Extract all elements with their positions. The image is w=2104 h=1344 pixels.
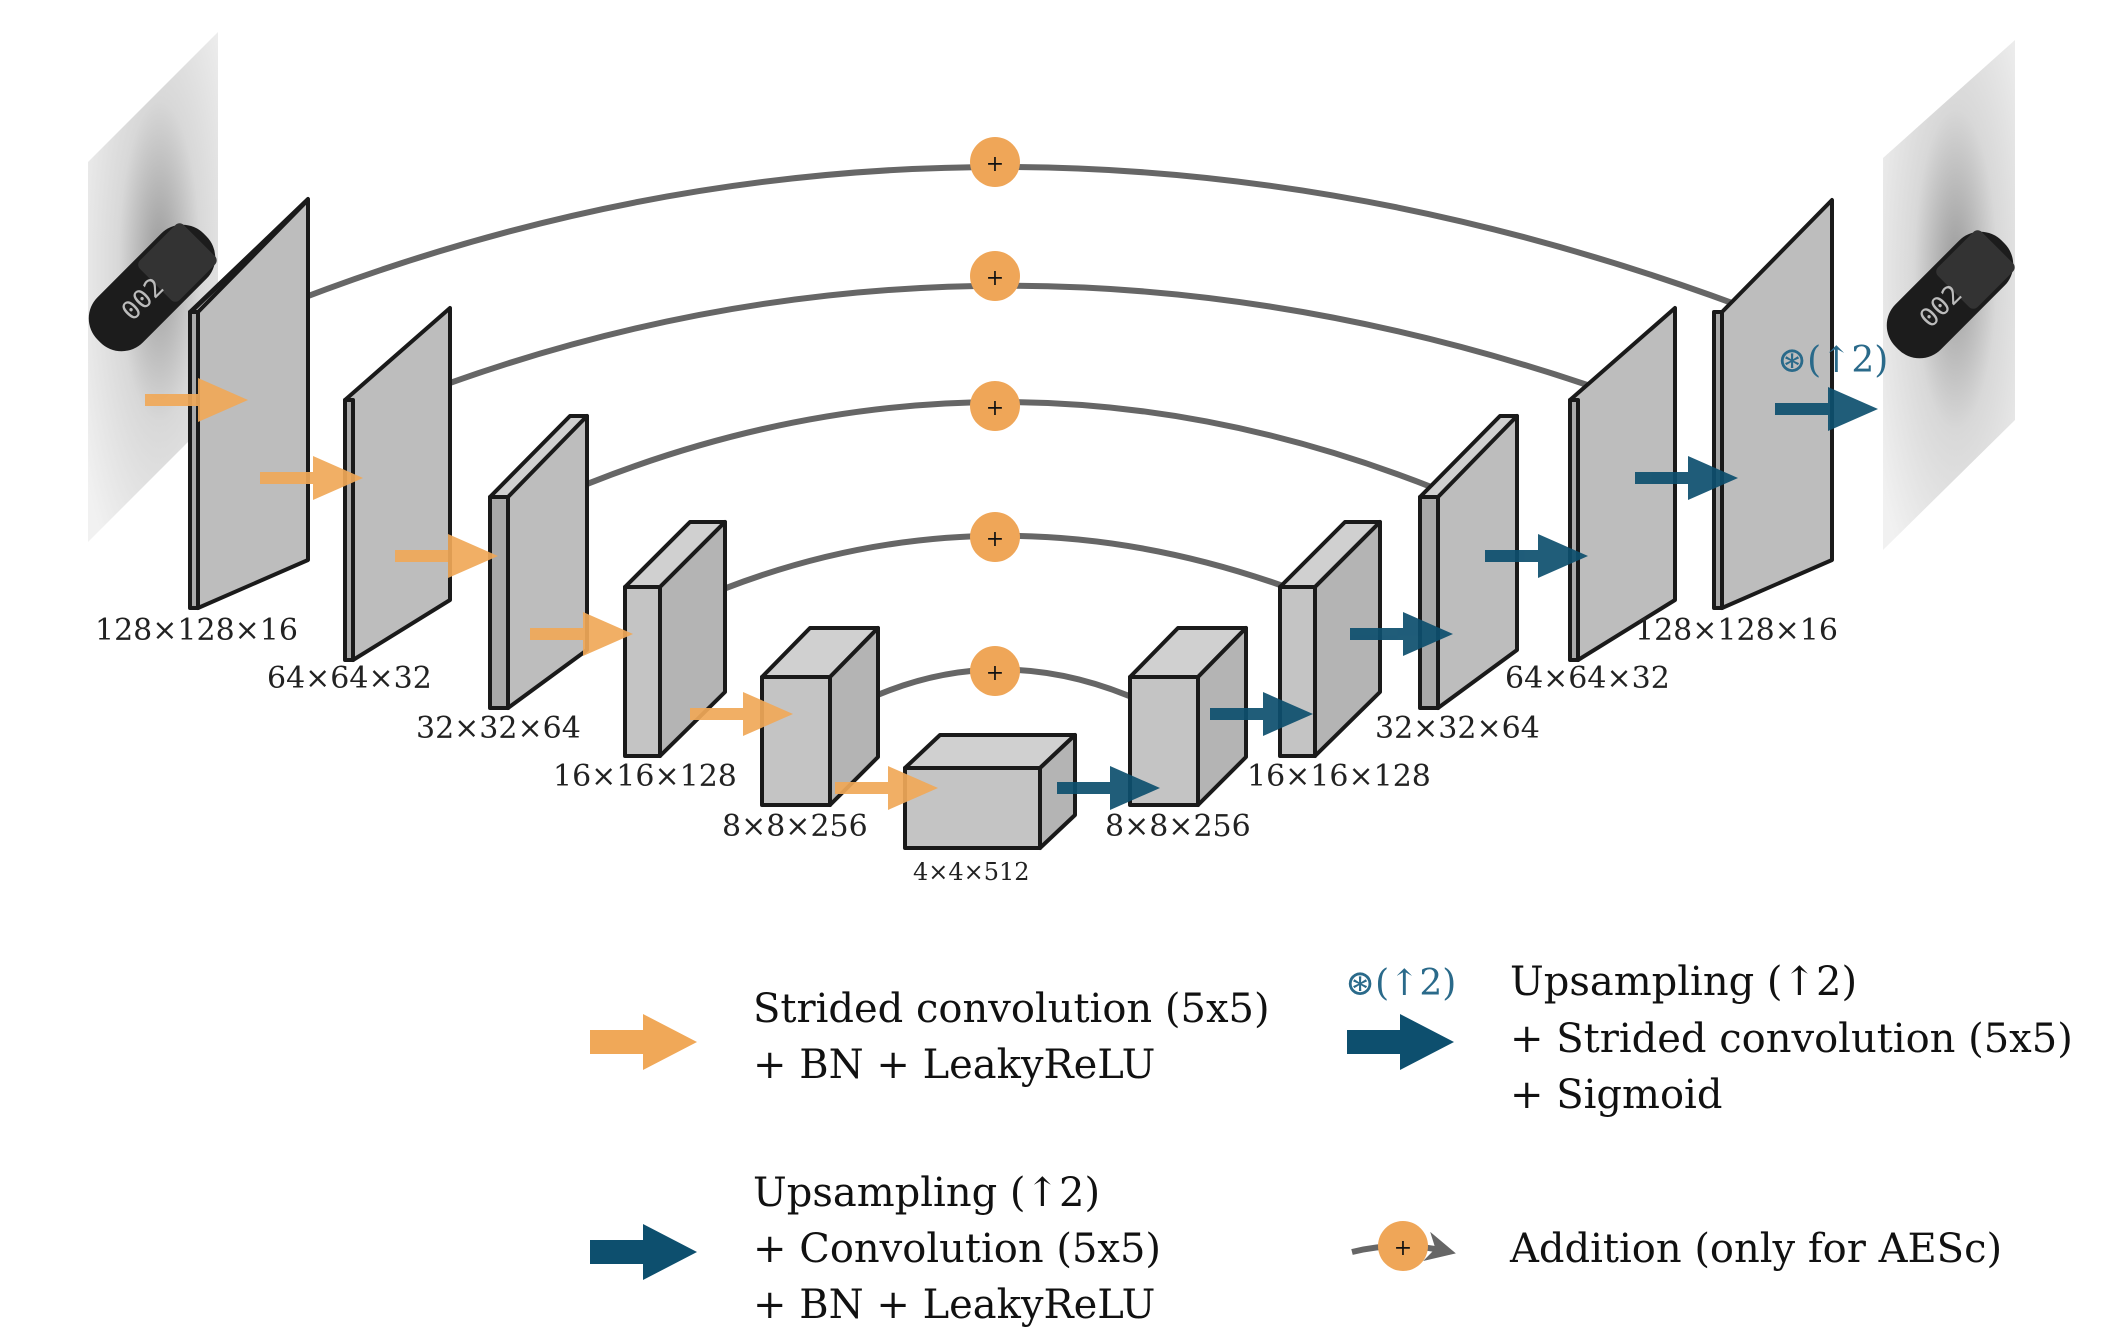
input-image: 002 <box>88 32 218 542</box>
decoder-block-4 <box>1568 306 1677 662</box>
legend-orange-arrow <box>590 1014 697 1070</box>
svg-text:+: + <box>986 661 1004 686</box>
decoder-label-4: 64×64×32 <box>1505 661 1670 696</box>
decoder-arrow-final <box>1775 387 1878 431</box>
svg-text:+: + <box>986 527 1004 552</box>
decoder-arrow-3 <box>1350 612 1453 656</box>
final-upsampling-label: ⊛(↑2) <box>1777 340 1888 381</box>
decoder-label-5: 128×128×16 <box>1635 613 1838 648</box>
encoder-block-4 <box>623 520 727 758</box>
encoder-arrow-6 <box>835 766 938 810</box>
legend-addition-node <box>1378 1221 1428 1271</box>
legend-final-line2: + Strided convolution (5x5) <box>1510 1016 2073 1062</box>
encoder-label-4: 16×16×128 <box>553 759 737 794</box>
svg-text:+: + <box>1394 1236 1412 1261</box>
addition-node-3: + <box>970 381 1020 431</box>
legend: Strided convolution (5x5) + BN + LeakyRe… <box>590 959 2073 1328</box>
decoder-block-3 <box>1418 414 1519 710</box>
legend-upsampling-line2: + Convolution (5x5) <box>753 1226 1161 1272</box>
encoder-arrows <box>145 378 938 810</box>
encoder-arrow-3 <box>395 534 498 578</box>
decoder-label-2: 16×16×128 <box>1247 759 1431 794</box>
encoder-label-5: 8×8×256 <box>722 809 868 844</box>
encoder-blocks <box>188 197 1077 850</box>
legend-blue-arrow <box>590 1224 697 1280</box>
addition-node-2: + <box>970 251 1020 301</box>
output-image: 002 <box>1883 40 2015 550</box>
legend-addition-line1: Addition (only for AESc) <box>1509 1226 2002 1272</box>
svg-text:+: + <box>986 396 1004 421</box>
addition-node-1: + <box>970 137 1020 187</box>
encoder-label-2: 64×64×32 <box>267 661 432 696</box>
encoder-label-3: 32×32×64 <box>416 711 581 746</box>
skip-line-1 <box>269 164 1778 324</box>
encoder-block-5 <box>760 626 880 807</box>
addition-nodes: + + + + + <box>970 137 1020 696</box>
legend-final-layer: ⊛(↑2) Upsampling (↑2) + Strided convolut… <box>1345 959 2073 1118</box>
svg-text:+: + <box>986 152 1004 177</box>
encoder-block-3 <box>488 414 589 710</box>
decoder-block-2 <box>1278 520 1382 758</box>
encoder-label-1: 128×128×16 <box>95 613 298 648</box>
encoder-arrow-4 <box>530 612 633 656</box>
encoder-block-1 <box>188 197 310 610</box>
legend-strided-conv-line1: Strided convolution (5x5) <box>753 986 1270 1032</box>
bottleneck-label: 4×4×512 <box>913 858 1030 886</box>
legend-final-line1: Upsampling (↑2) <box>1510 959 1857 1005</box>
decoder-arrows <box>1057 387 1878 810</box>
decoder-arrow-2 <box>1210 692 1313 736</box>
encoder-arrow-1 <box>145 378 248 422</box>
svg-text:+: + <box>986 266 1004 291</box>
legend-strided-conv: Strided convolution (5x5) + BN + LeakyRe… <box>590 986 1270 1088</box>
dimension-labels: 128×128×16 64×64×32 32×32×64 16×16×128 8… <box>95 613 1838 886</box>
legend-upsampling-line3: + BN + LeakyReLU <box>753 1282 1155 1328</box>
decoder-arrow-4 <box>1485 534 1588 578</box>
bottleneck-block <box>903 733 1077 850</box>
skip-line-2 <box>414 282 1631 405</box>
decoder-label-3: 32×32×64 <box>1375 711 1540 746</box>
decoder-label-1: 8×8×256 <box>1105 809 1251 844</box>
legend-strided-conv-line2: + BN + LeakyReLU <box>753 1042 1155 1088</box>
encoder-block-2 <box>343 306 452 662</box>
addition-node-5: + <box>970 646 1020 696</box>
decoder-arrow-1 <box>1057 766 1160 810</box>
legend-upsampling-conv: Upsampling (↑2) + Convolution (5x5) + BN… <box>590 1170 1161 1328</box>
legend-final-symbol: ⊛(↑2) <box>1345 963 1456 1004</box>
legend-final-line3: + Sigmoid <box>1510 1072 1722 1118</box>
decoder-arrow-5 <box>1635 456 1738 500</box>
encoder-arrow-5 <box>690 692 793 736</box>
addition-node-4: + <box>970 512 1020 562</box>
legend-upsampling-line1: Upsampling (↑2) <box>753 1170 1100 1216</box>
legend-addition: + Addition (only for AESc) <box>1351 1221 2002 1272</box>
encoder-arrow-2 <box>260 456 363 500</box>
legend-blue-arrow-final <box>1347 1014 1454 1070</box>
